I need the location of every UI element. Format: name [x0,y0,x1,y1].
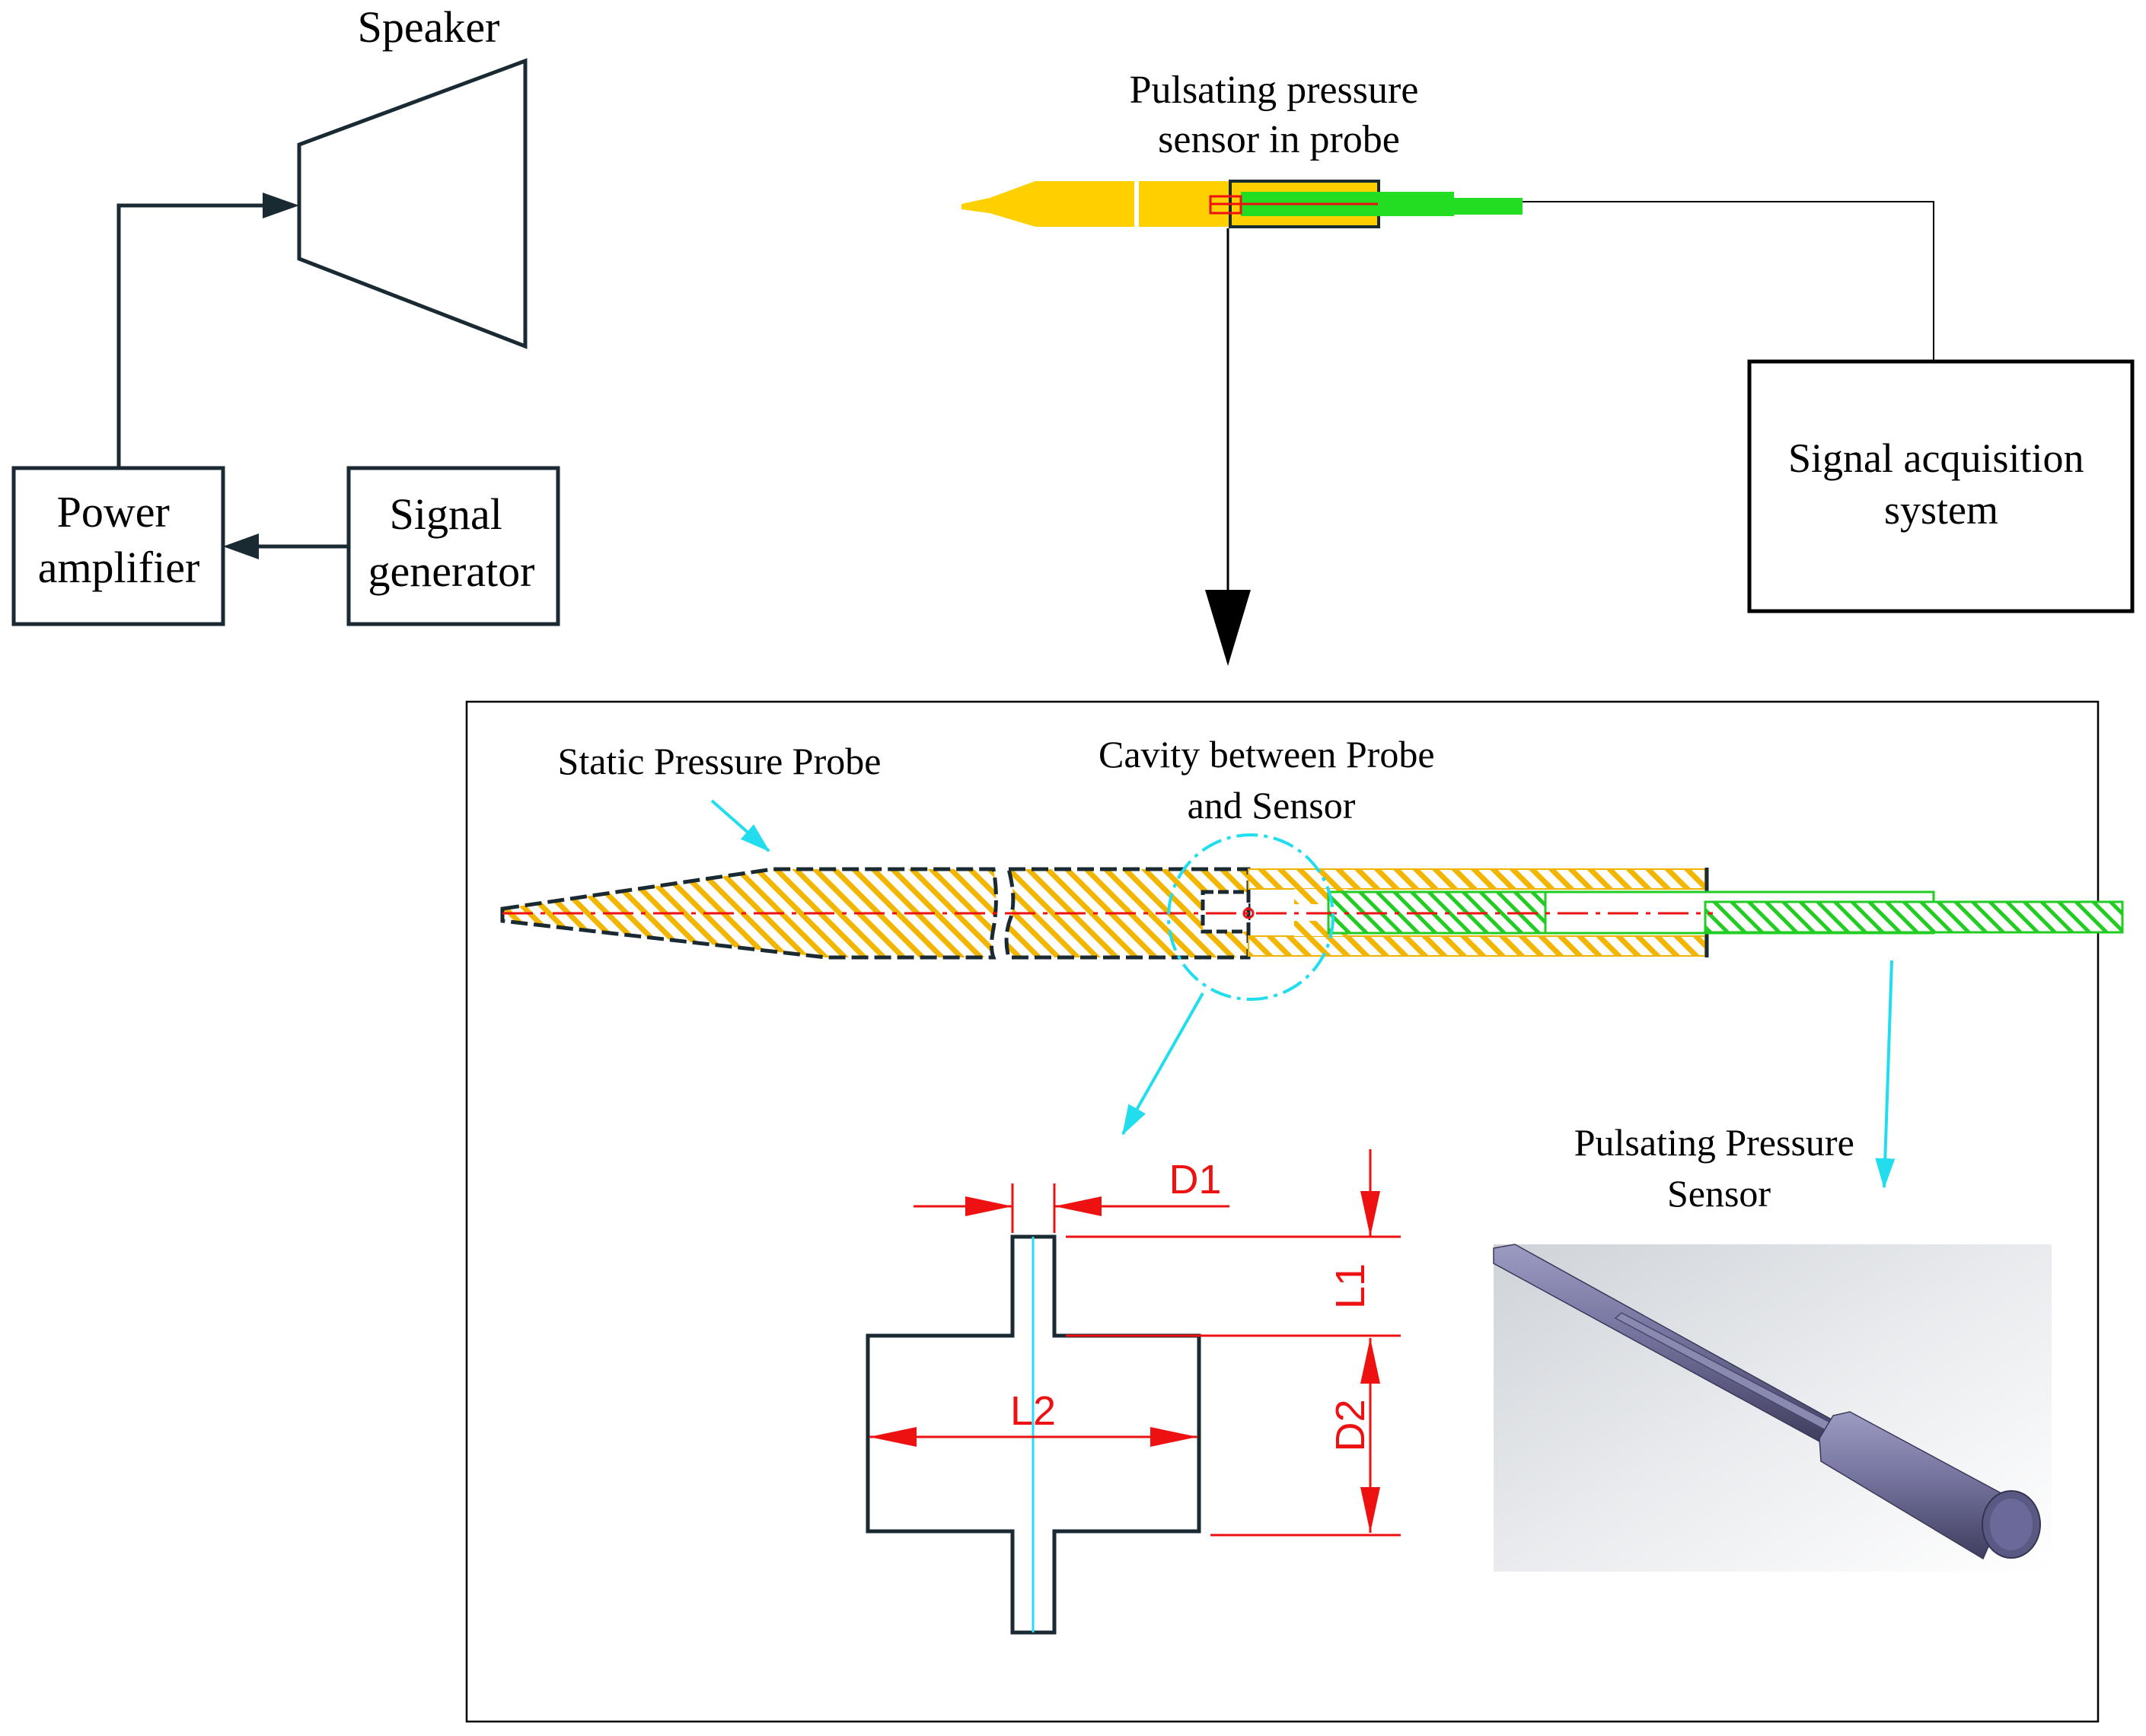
svg-text:Cavity between Probe and: Cavity between Probe and Sensor [1099,733,1444,827]
static-probe-callout [710,799,770,852]
sensor-in-probe-label-line2: sensor in probe [1158,118,1400,161]
amplifier-to-speaker-arrowhead [263,193,299,218]
svg-text:Signal acquisition syste: Signal acquisition system [1788,435,2094,533]
signal-acquisition-label-line1: Signal acquisition [1788,435,2084,481]
svg-text:Power amplifier: Power amplifier [38,487,200,592]
small-probe-cavity [1209,195,1242,215]
signal-chain: Speaker Power amplifier Signal generator [11,2,560,626]
svg-text:Pulsating pressure senso: Pulsating pressure sensor in probe [1130,68,1429,161]
power-amplifier-label-line2: amplifier [38,543,200,592]
signal-acquisition-box [1747,359,2135,613]
probe-overview: Pulsating pressure sensor in probe Signa… [961,68,2135,666]
sensor-3d-render [1493,1244,2052,1572]
large-probe-tip-section [500,867,998,960]
static-probe-label: Static Pressure Probe [558,740,882,782]
dimension-d1: D1 [914,1157,1229,1233]
svg-text:Pulsating Pressure Senso: Pulsating Pressure Sensor [1574,1121,1864,1215]
dimension-l2: L2 [869,1388,1197,1447]
sensor-in-probe-label-line1: Pulsating pressure [1130,68,1419,112]
speaker-shape [297,58,528,349]
sensor-cable [1704,900,2124,934]
dimension-d2: D2 [1210,1338,1401,1537]
sensor-render-body [1819,1411,2010,1560]
signal-acquisition-label-line2: system [1884,487,1998,533]
cavity-label-line1: Cavity between Probe [1099,733,1435,776]
svg-text:Signal generator: Signal generator [368,489,535,596]
sleeve-upper-wall [1248,868,1706,890]
cavity-label-line2: and Sensor [1188,784,1356,827]
cavity-circle-callout [1167,833,1334,1001]
sensor-to-acquisition-wire [1523,201,1934,362]
signal-generator-label-line2: generator [368,546,535,596]
sensor-callout-arrow [1875,960,1896,1189]
d2-label: D2 [1328,1399,1373,1451]
sleeve-lower-wall [1248,935,1706,957]
d1-label: D1 [1169,1157,1221,1202]
detail-view: Static Pressure Probe Cavity between Pro… [465,700,2124,1723]
l2-label: L2 [1010,1388,1056,1434]
generator-to-amplifier-arrowhead [223,534,259,559]
l1-label: L1 [1328,1263,1373,1309]
amplifier-to-speaker-wire [116,203,274,468]
power-amplifier-box [11,466,225,626]
sensor-label-line1: Pulsating Pressure [1574,1121,1854,1164]
speaker-label: Speaker [358,2,500,52]
small-probe-tip [961,181,1134,227]
probe-inner-cavity [1201,890,1251,934]
dimension-l1: L1 [1066,1149,1401,1337]
sensor-label-line2: Sensor [1667,1172,1771,1215]
detail-pointer-arrowhead [1205,590,1251,666]
signal-generator-label-line1: Signal [390,489,502,539]
small-sensor-cable [1446,198,1523,215]
centerline-marker [1242,907,1255,919]
cavity-callout-arrow [1121,992,1204,1136]
power-amplifier-label-line1: Power [57,487,170,537]
